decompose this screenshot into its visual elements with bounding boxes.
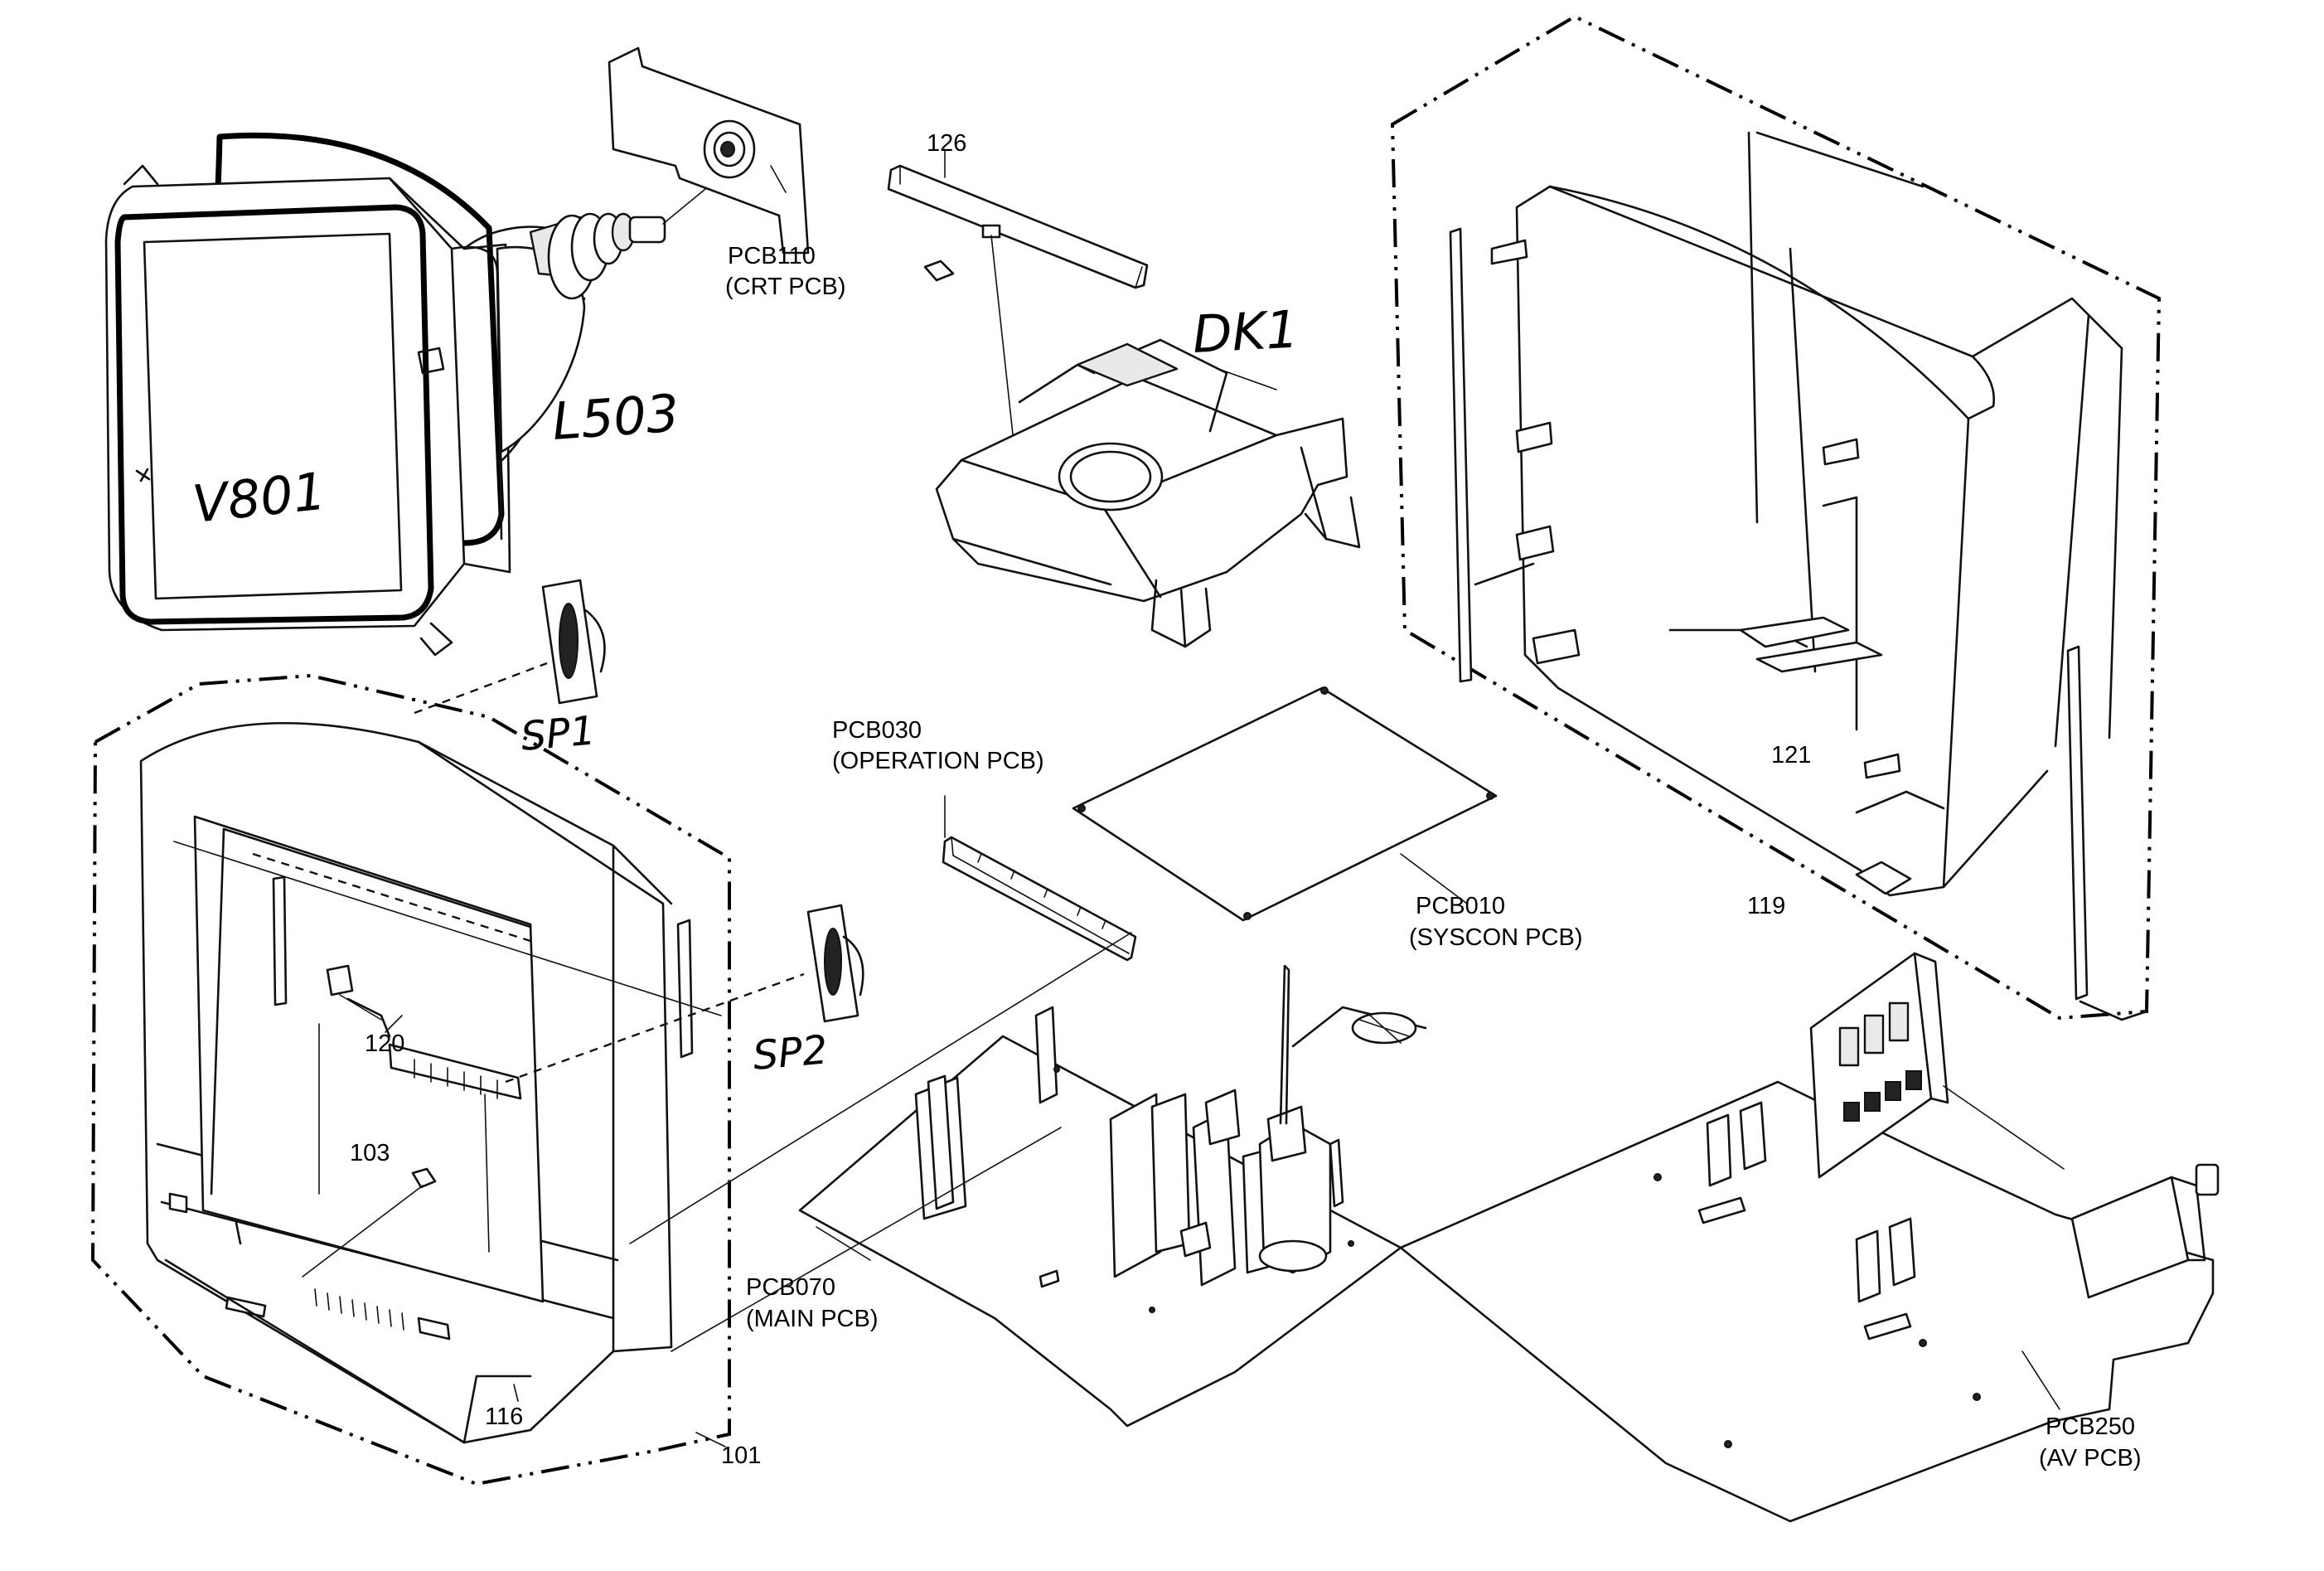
label-pcb070-desc: (MAIN PCB) (746, 1306, 879, 1332)
rear-cabinet (1390, 14, 2162, 1021)
part-labels: PCB110 (CRT PCB) 126 PCB030 (OPERATION P… (350, 130, 2142, 1472)
front-cabinet (90, 673, 731, 1486)
label-l503: L503 (550, 382, 681, 451)
av-pcb (1399, 952, 2220, 1523)
label-103: 103 (350, 1140, 390, 1166)
label-116: 116 (485, 1404, 523, 1430)
dashed-guide-screen (252, 852, 531, 943)
label-pcb110: PCB110 (728, 243, 816, 269)
label-121: 121 (1771, 742, 1811, 769)
label-pcb070: PCB070 (746, 1274, 835, 1301)
label-pcb030-desc: (OPERATION PCB) (832, 748, 1044, 774)
label-pcb010: PCB010 (1416, 893, 1505, 919)
label-sp1: SP1 (519, 707, 597, 760)
label-dk1: DK1 (1191, 298, 1300, 365)
av-jacks (1838, 1001, 1922, 1122)
dashed-guide-sp1 (414, 662, 548, 715)
label-126: 126 (927, 130, 966, 157)
label-pcb250: PCB250 (2046, 1413, 2135, 1440)
v801-mark (135, 468, 151, 482)
label-119: 119 (1747, 893, 1785, 919)
dashed-guide-sp2 (505, 972, 805, 1084)
dashed-guide-left (173, 841, 722, 1016)
crt-pcb (608, 46, 810, 255)
label-pcb030: PCB030 (832, 717, 922, 744)
label-pcb110-desc: (CRT PCB) (725, 274, 846, 300)
main-pcb (629, 932, 1427, 1428)
label-v801: V801 (190, 461, 329, 535)
syscon-pcb (1072, 686, 1498, 922)
crt-tube (104, 132, 734, 657)
label-101: 101 (721, 1443, 761, 1469)
label-120: 120 (365, 1030, 404, 1057)
dvd-loader (935, 338, 1361, 648)
label-sp2: SP2 (751, 1026, 829, 1079)
speaker-sp2 (806, 904, 864, 1023)
speaker-sp1 (541, 579, 606, 705)
operation-pcb (942, 795, 1137, 962)
handwritten-labels: V801 L503 DK1 SP1 SP2 (190, 298, 1300, 1079)
label-pcb010-desc: (SYSCON PCB) (1409, 924, 1582, 951)
label-pcb250-desc: (AV PCB) (2039, 1445, 2142, 1472)
